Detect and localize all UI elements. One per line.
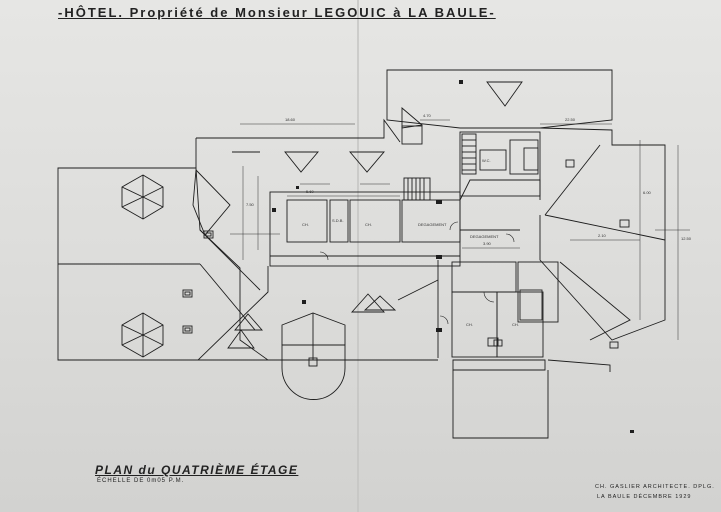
dimension-label: 22.50 <box>565 117 576 122</box>
dimension-label: 3.90 <box>483 241 492 246</box>
tower-roof <box>281 312 346 400</box>
dimension-label: 6.00 <box>643 190 652 195</box>
roof-lantern-left-bottom <box>121 312 164 358</box>
small-pitches <box>227 313 263 349</box>
dimension-label: 4.70 <box>423 113 432 118</box>
room-label: CH. <box>365 222 372 227</box>
left-roof-wing <box>57 167 270 361</box>
right-hall <box>451 261 559 358</box>
lower-roof <box>196 260 611 439</box>
dimension-lines <box>230 119 690 340</box>
scale-note: ÉCHELLE DE 0m05 P.M. <box>97 478 185 484</box>
dimension-label: 2.10 <box>598 233 607 238</box>
place-and-date: LA BAULE DÉCEMBRE 1929 <box>597 494 692 500</box>
chimneys-left <box>182 230 214 334</box>
stair-core <box>459 131 541 197</box>
room-label: W.C. <box>482 158 491 163</box>
right-roof-wing <box>539 127 666 349</box>
dimension-label: 12.50 <box>681 236 692 241</box>
room-label: DEGAGEMENT <box>418 222 447 227</box>
room-label: CH. <box>512 322 519 327</box>
upper-right-roof <box>386 69 613 145</box>
roof-lantern-left-top <box>121 174 164 220</box>
room-label: CH. <box>466 322 473 327</box>
dimension-label: 5.60 <box>306 189 315 194</box>
central-roof <box>195 118 401 173</box>
plan-title: PLAN du QUATRIÈME ÉTAGE <box>95 463 299 477</box>
room-label: S.D.B. <box>332 218 344 223</box>
room-label: DEGAGEMENT <box>470 234 499 239</box>
room-label: CH. <box>302 222 309 227</box>
dimension-label: 7.50 <box>246 202 255 207</box>
drawing-title: -HÔTEL. Propriété de Monsieur LEGOUIC à … <box>58 5 496 20</box>
ink-marks <box>272 80 634 433</box>
architect-credit: CH. GASLIER ARCHITECTE. DPLG. <box>595 484 715 490</box>
door-swings <box>319 221 515 325</box>
dimension-label: 18.60 <box>285 117 296 122</box>
